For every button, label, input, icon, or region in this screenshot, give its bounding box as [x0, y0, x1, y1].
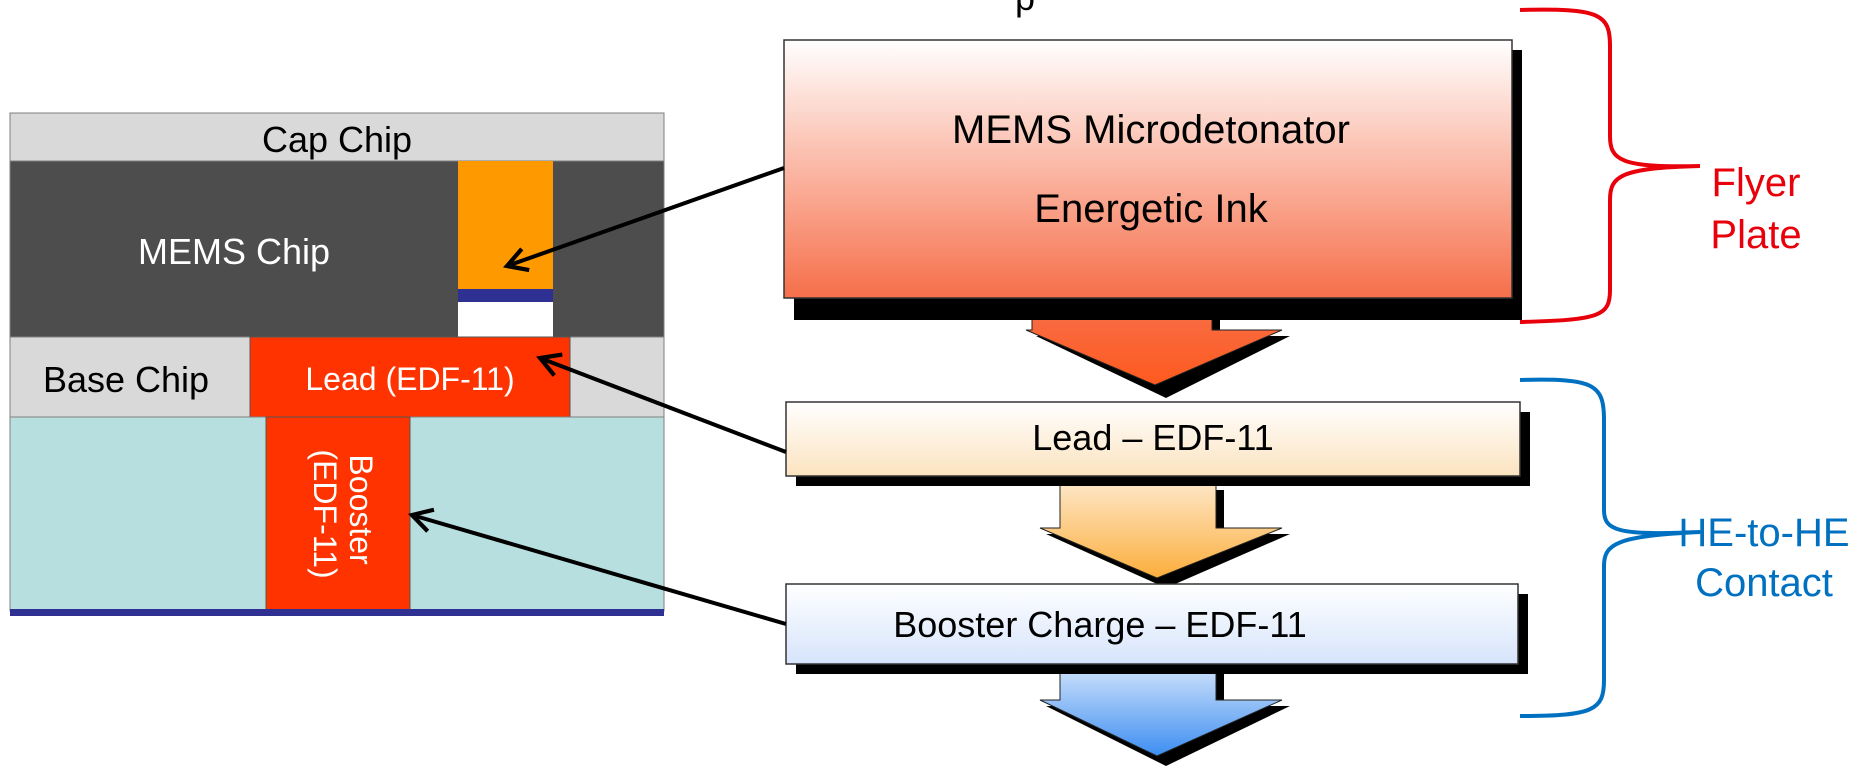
cap-chip-label: Cap Chip — [262, 119, 412, 160]
flyer-plate-bracket-group: Flyer Plate — [1519, 7, 1802, 324]
flow-box-1 — [783, 39, 1513, 299]
flow-step-2: Lead – EDF-11 — [785, 401, 1530, 588]
connector-arrow-lead — [536, 352, 787, 454]
booster-label: Booster (EDF-11) — [307, 449, 379, 578]
flyer-plate-bracket — [1519, 7, 1701, 324]
flow-step-3: Booster Charge – EDF-11 — [785, 583, 1528, 766]
connector-arrow-booster — [407, 507, 787, 626]
bottom-blue-layer — [10, 609, 664, 616]
top-partial-label: p — [1015, 0, 1035, 18]
connector-arrow-ink — [503, 166, 785, 273]
cavity-gap — [458, 302, 553, 337]
flow-box-1-line1: MEMS Microdetonator — [952, 108, 1350, 152]
flow-box-2 — [785, 401, 1521, 477]
flow-arrow-2 — [1039, 481, 1283, 579]
he-contact-label-line1: HE-to-HE — [1678, 511, 1849, 555]
lead-charge-label: Lead (EDF-11) — [305, 361, 514, 397]
mems-chip-label: MEMS Chip — [138, 231, 330, 272]
flyer-layer — [458, 289, 553, 302]
booster-label-line1: Booster — [343, 454, 379, 565]
flow-box-1-line2: Energetic Ink — [1034, 187, 1268, 231]
chip-stack: Cap Chip MEMS Chip Base Chip Lead (EDF-1… — [9, 112, 665, 616]
booster-label-line2: (EDF-11) — [307, 449, 343, 578]
lead-charge — [249, 336, 571, 418]
mems-chip — [9, 160, 665, 338]
he-contact-bracket-group: HE-to-HE Contact — [1519, 377, 1850, 718]
flow-step-1: MEMS Microdetonator Energetic Ink — [783, 39, 1522, 398]
flow-arrow-3 — [1039, 661, 1283, 757]
he-contact-label-line2: Contact — [1695, 561, 1833, 605]
energetic-ink-cavity — [458, 161, 553, 289]
cap-chip — [9, 112, 665, 162]
flyer-plate-label-line2: Plate — [1710, 213, 1801, 257]
flow-box-2-label: Lead – EDF-11 — [1032, 417, 1273, 458]
booster-charge — [265, 416, 411, 612]
flow-box-3 — [785, 583, 1519, 665]
flow-box-3-label: Booster Charge – EDF-11 — [893, 604, 1307, 645]
he-contact-bracket — [1519, 377, 1701, 718]
flyer-plate-label-line1: Flyer — [1712, 161, 1801, 205]
base-chip-label: Base Chip — [43, 359, 209, 400]
